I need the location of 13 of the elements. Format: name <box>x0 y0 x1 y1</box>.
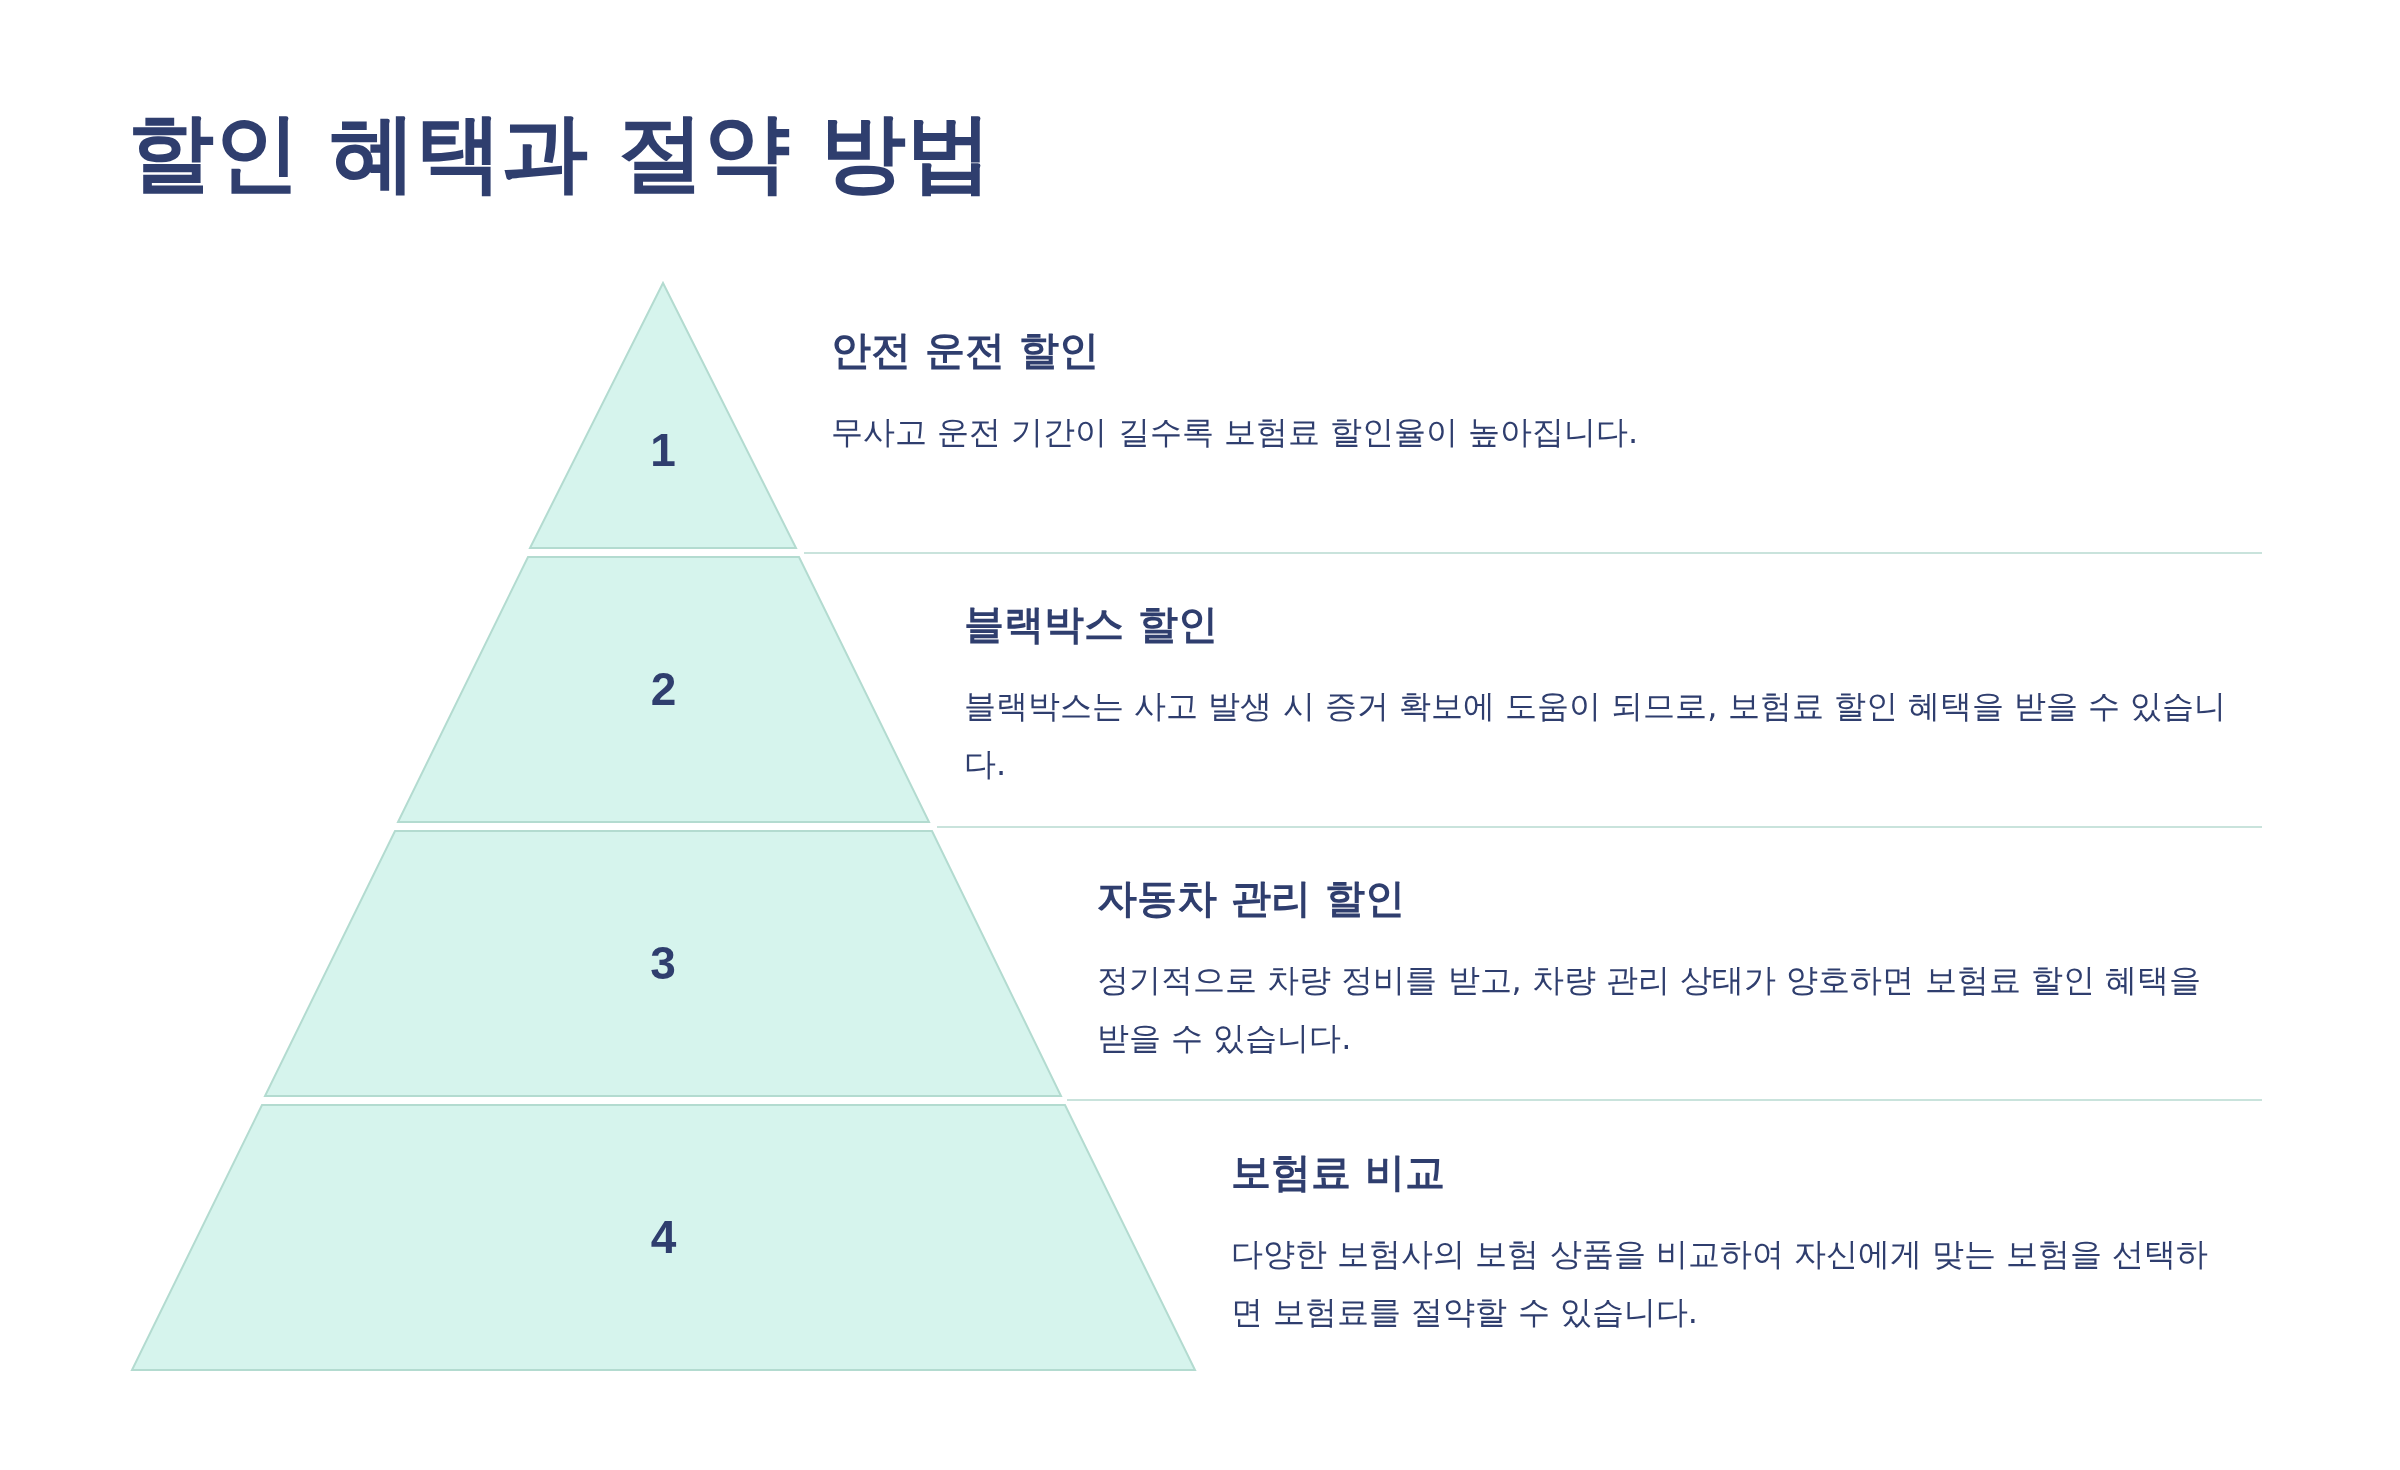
tier-description: 정기적으로 차량 정비를 받고, 차량 관리 상태가 양호하면 보험료 할인 혜택을 받을 수 있습니다. <box>1097 960 2202 1059</box>
tier-number: 4 <box>650 1210 677 1264</box>
tier-description: 블랙박스는 사고 발생 시 증거 확보에 도움이 되므로, 보험료 할인 혜택을 받을 수 있습니다. <box>964 686 2228 785</box>
title: 할인 혜택과 절약 방법 <box>128 101 992 204</box>
tier-heading: 블랙박스 할인 <box>964 600 1218 649</box>
tier-description: 무사고 운전 기간이 길수록 보험료 할인율이 높아집니다. <box>831 412 1640 453</box>
tier-number: 3 <box>650 936 676 990</box>
tier-number: 1 <box>650 423 676 477</box>
tier-number: 2 <box>650 662 677 716</box>
tier-description: 다양한 보험사의 보험 상품을 비교하여 자신에게 맞는 보험을 선택하면 보험료를 절약할 수 있습니다. <box>1231 1234 2210 1333</box>
tier-heading: 보험료 비교 <box>1231 1148 1445 1197</box>
tier-heading: 자동차 관리 할인 <box>1097 874 1405 923</box>
tier-heading: 안전 운전 할인 <box>831 326 1099 375</box>
